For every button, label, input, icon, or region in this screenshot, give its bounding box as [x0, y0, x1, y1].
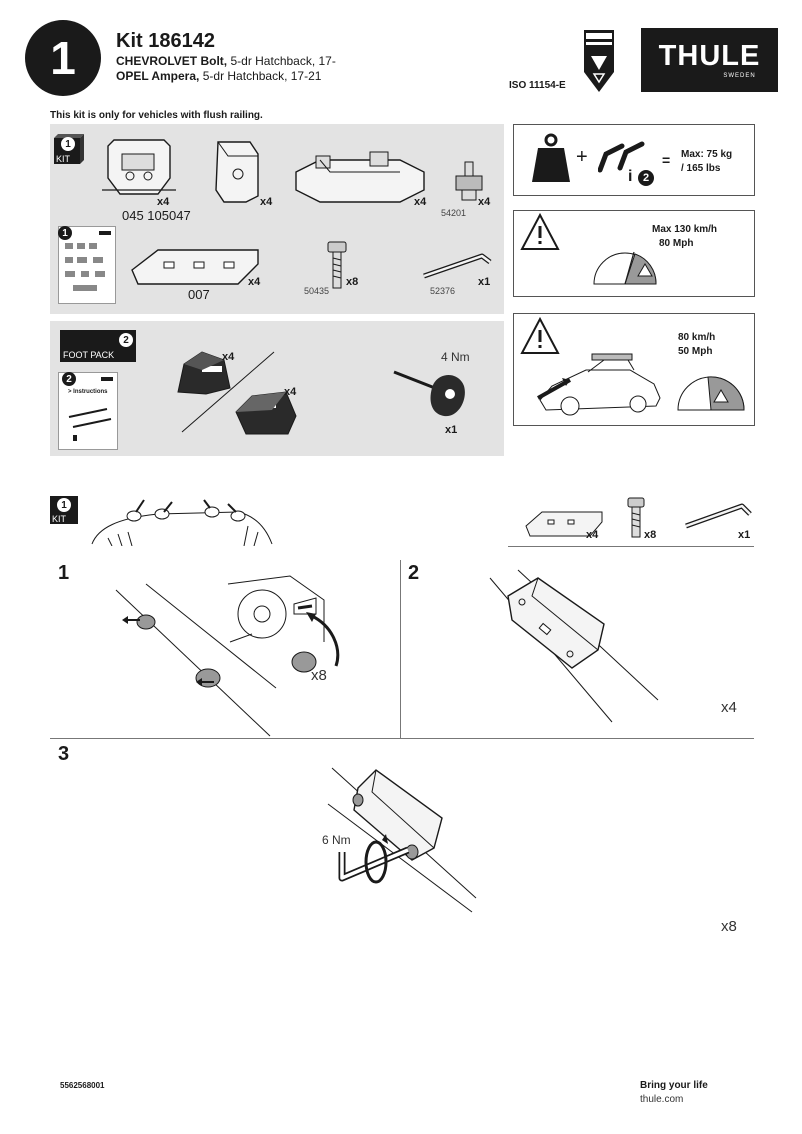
footer-url: thule.com [640, 1094, 684, 1105]
max-load-kg: Max: 75 kg [681, 149, 733, 160]
part-number: 50435 [304, 286, 330, 296]
iso-label: ISO 11154-E [509, 80, 566, 91]
foot-pad-icon [215, 141, 259, 203]
brand-sub: SWEDEN [723, 72, 756, 79]
part-qty: x4 [248, 276, 261, 288]
part-number: 52376 [430, 286, 456, 296]
foot-pack-badge-number: 2 [119, 333, 133, 347]
install-kit-qty: x4 [586, 529, 599, 541]
step-number: 2 [408, 562, 420, 584]
kit-badge-label: KIT [56, 154, 71, 164]
torque-label: 6 Nm [322, 833, 351, 847]
plus-sign: + [576, 146, 588, 168]
install-kit-badge-label: KIT [52, 514, 67, 524]
torque-key-qty: x1 [445, 424, 458, 436]
install-kit-qty: x1 [738, 529, 751, 541]
vehicle-detail: 5-dr Hatchback, 17- [230, 54, 336, 68]
step-1-illustration [115, 575, 340, 737]
step-number: 1 [58, 562, 70, 584]
wind-speed-kmh: 80 km/h [678, 332, 716, 343]
booklet-number: 2 [62, 372, 76, 386]
step-3-illustration [327, 767, 477, 913]
booklet-text: > Instructions [68, 389, 108, 395]
foot-qty: x4 [284, 386, 297, 398]
roof-bars-icon [598, 141, 645, 173]
info-number: 2 [638, 170, 654, 186]
warning-triangle-icon [520, 316, 560, 354]
kit-title: Kit 186142 [116, 30, 215, 52]
part-number: 045 105047 [122, 208, 191, 223]
max-load-lbs: / 165 lbs [681, 163, 721, 174]
step-number: 3 [58, 743, 70, 765]
booklet-sketch-icon [68, 377, 113, 441]
page-step-number: 1 [25, 20, 101, 96]
part-qty: x4 [157, 196, 170, 208]
part-qty: x1 [478, 276, 491, 288]
flush-railing-note: This kit is only for vehicles with flush… [50, 110, 263, 121]
booklet-sketch-icon [65, 231, 111, 291]
guarantee-shield-icon [584, 30, 614, 92]
part-number: 007 [188, 287, 210, 302]
long-adapter-icon [295, 151, 425, 203]
bolt-icon [327, 241, 347, 289]
divider-line [181, 351, 275, 433]
install-kit-qty: x8 [644, 529, 657, 541]
bolt-icon [627, 497, 645, 538]
step-divider-vertical [400, 560, 401, 738]
roof-foot-icon [177, 351, 231, 395]
step-divider-horizontal [50, 738, 754, 739]
mounting-plate-icon [525, 511, 603, 537]
part-qty: x4 [478, 196, 491, 208]
max-speed-kmh: Max 130 km/h [652, 224, 718, 235]
rail-bracket-icon [102, 139, 176, 195]
install-kit-badge-number: 1 [57, 498, 71, 512]
speedometer-icon [593, 251, 657, 285]
roof-foot-icon [235, 391, 297, 435]
speedometer-icon [677, 376, 745, 411]
allen-key-icon [423, 253, 492, 279]
info-icon: i [628, 168, 633, 185]
max-speed-mph: 80 Mph [659, 238, 694, 249]
vehicle-detail: 5-dr Hatchback, 17-21 [202, 69, 322, 83]
step-qty: x8 [721, 918, 737, 935]
part-qty: x4 [414, 196, 427, 208]
weight-icon [532, 133, 570, 182]
vehicle-make: CHEVROLVET Bolt, [116, 54, 228, 68]
vehicle-line: CHEVROLVET Bolt, 5-dr Hatchback, 17- [116, 54, 336, 68]
step-2-illustration [489, 569, 659, 723]
brand-name: THULE [658, 39, 761, 72]
part-number: 54201 [441, 208, 467, 218]
equals-sign: = [662, 152, 671, 168]
document-code: 5562568001 [60, 1081, 105, 1090]
part-qty: x8 [346, 276, 359, 288]
torque-label: 4 Nm [441, 350, 470, 364]
booklet-number: 1 [58, 226, 72, 240]
kit-badge-number: 1 [61, 137, 75, 151]
step-qty: x8 [311, 667, 327, 684]
wind-speed-mph: 50 Mph [678, 346, 713, 357]
foot-pack-badge-label: FOOT PACK [63, 350, 115, 360]
mounting-plate-icon [131, 249, 259, 285]
part-qty: x4 [260, 196, 273, 208]
vehicle-make: OPEL Ampera, [116, 69, 200, 83]
install-kit-rule [508, 546, 754, 547]
allen-key-icon [685, 503, 752, 529]
step-qty: x4 [721, 699, 737, 716]
torque-key-icon [393, 370, 465, 417]
threaded-nut-icon [455, 161, 483, 201]
footer-tagline: Bring your life [640, 1080, 708, 1091]
car-with-roof-bars-icon [537, 353, 661, 416]
warning-triangle-icon [520, 212, 560, 250]
foot-qty: x4 [222, 351, 235, 363]
car-roof-outline-icon [91, 499, 273, 546]
vehicle-line: OPEL Ampera, 5-dr Hatchback, 17-21 [116, 69, 321, 83]
thule-logo: THULE SWEDEN [641, 28, 778, 92]
